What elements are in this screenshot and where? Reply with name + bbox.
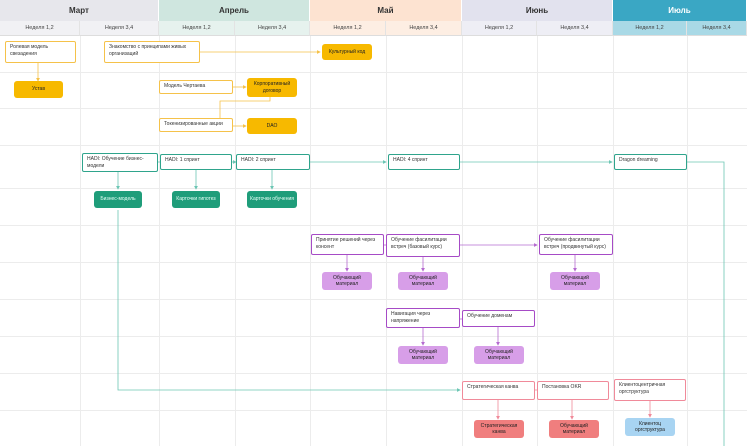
grid-row-line	[0, 373, 747, 374]
pill-business-model[interactable]: Бизнес-модель	[94, 191, 142, 208]
month-header-april[interactable]: Апрель	[159, 0, 310, 21]
pill-charter[interactable]: Устав	[14, 81, 63, 98]
card-model-chertaeva[interactable]: Модель Чертаева	[159, 80, 233, 94]
card-hadi-business[interactable]: HADI: Обучение бизнес-модели	[82, 153, 158, 172]
card-client-structure[interactable]: Клиентоцентричная оргструктура	[614, 379, 686, 401]
pill-material-4[interactable]: Обучающий материал	[398, 346, 448, 364]
grid-column-line	[462, 36, 463, 446]
pill-dao[interactable]: DAO	[247, 118, 297, 134]
pill-material-6[interactable]: Обучающий материал	[549, 420, 599, 438]
card-hadi-sprint-1[interactable]: HADI: 1 спринт	[160, 154, 232, 170]
pill-material-1[interactable]: Обучающий материал	[322, 272, 372, 290]
week-header: Неделя 1,2	[613, 21, 687, 36]
card-navigation-tension[interactable]: Навигация через напряжение	[386, 308, 460, 328]
pill-material-3[interactable]: Обучающий материал	[550, 272, 600, 290]
pill-client-structure[interactable]: Клиентоц оргструктура	[625, 418, 675, 436]
grid-row-line	[0, 108, 747, 109]
week-header: Неделя 3,4	[386, 21, 462, 36]
pill-strategic-canvas[interactable]: Стратегическая канва	[474, 420, 524, 438]
week-header: Неделя 3,4	[537, 21, 613, 36]
week-header: Неделя 1,2	[0, 21, 80, 36]
card-tokenized-shares[interactable]: Токенизированные акции	[159, 118, 233, 132]
card-hadi-sprint-2[interactable]: HADI: 2 спринт	[236, 154, 310, 170]
pill-learning-cards[interactable]: Карточки обучения	[247, 191, 297, 208]
grid-row-line	[0, 336, 747, 337]
card-okr-setting[interactable]: Постановка OKR	[537, 381, 609, 400]
grid-row-line	[0, 225, 747, 226]
grid-column-line	[687, 36, 688, 446]
month-header-june[interactable]: Июнь	[462, 0, 613, 21]
month-header-march[interactable]: Март	[0, 0, 159, 21]
card-facilitation-basic[interactable]: Обучение фасилитации встреч (базовый кур…	[386, 234, 460, 257]
grid-row-line	[0, 188, 747, 189]
grid-row-line	[0, 72, 747, 73]
grid-column-line	[80, 36, 81, 446]
pill-material-5[interactable]: Обучающий материал	[474, 346, 524, 364]
pill-material-2[interactable]: Обучающий материал	[398, 272, 448, 290]
card-intro-principles[interactable]: Знакомство с принципами живых организаци…	[104, 41, 200, 63]
pill-hypothesis-cards[interactable]: Карточки гипотез	[172, 191, 220, 208]
card-dragon-dreaming[interactable]: Dragon dreaming	[614, 154, 687, 170]
grid-row-line	[0, 299, 747, 300]
week-header: Неделя 1,2	[159, 21, 235, 36]
card-facilitation-advanced[interactable]: Обучение фасилитации встреч (продвинутый…	[539, 234, 613, 255]
card-role-model[interactable]: Ролевая модель свезадения	[5, 41, 76, 63]
week-header: Неделя 1,2	[310, 21, 386, 36]
week-header: Неделя 1,2	[462, 21, 537, 36]
grid-column-line	[613, 36, 614, 446]
grid-column-line	[310, 36, 311, 446]
card-domains-training[interactable]: Обучение доменам	[462, 310, 535, 327]
grid-column-line	[537, 36, 538, 446]
grid-column-line	[235, 36, 236, 446]
connector-line	[687, 161, 725, 446]
week-header: Неделя 3,4	[235, 21, 310, 36]
card-hadi-sprint-4[interactable]: HADI: 4 спринт	[388, 154, 460, 170]
pill-corporate-agreement[interactable]: Корпоративный договор	[247, 78, 297, 97]
card-strategic-canvas[interactable]: Стратегическая канва	[462, 381, 535, 400]
pill-culture-code[interactable]: Культурный код	[322, 44, 372, 60]
month-header-may[interactable]: Май	[310, 0, 462, 21]
connector-line	[219, 96, 271, 118]
week-header: Неделя 3,4	[80, 21, 159, 36]
grid-column-line	[159, 36, 160, 446]
grid-row-line	[0, 262, 747, 263]
connector-line	[117, 210, 461, 392]
grid-row-line	[0, 145, 747, 146]
card-consent-decisions[interactable]: Принятие решений через консент	[311, 234, 384, 255]
grid-row-line	[0, 410, 747, 411]
